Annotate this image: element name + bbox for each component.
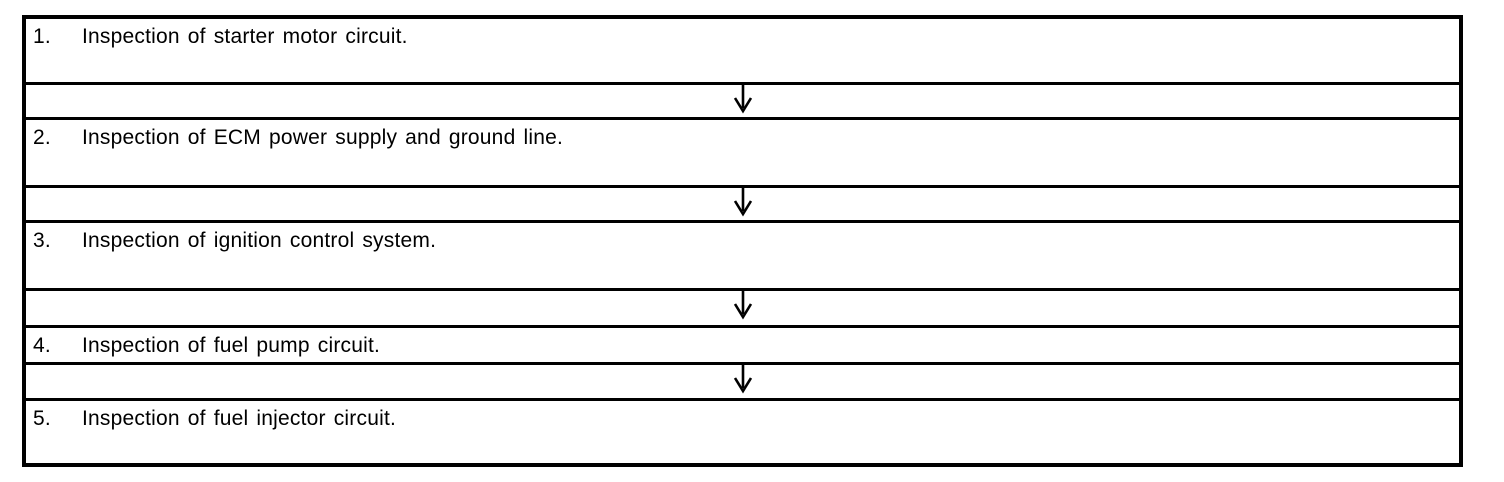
flow-connector-4 [26,362,1459,398]
step-label: Inspection of starter motor circuit. [82,25,408,48]
flow-connector-1 [26,82,1459,117]
step-label: Inspection of fuel injector circuit. [82,407,397,430]
step-label: Inspection of fuel pump circuit. [82,334,381,357]
down-arrow-icon [731,188,755,217]
flow-step-4: 4. Inspection of fuel pump circuit. [26,325,1459,362]
flow-step-3: 3. Inspection of ignition control system… [26,220,1459,288]
flow-connector-2 [26,185,1459,220]
flow-connector-3 [26,288,1459,325]
step-number: 4. [33,334,51,357]
flow-step-2: 2. Inspection of ECM power supply and gr… [26,117,1459,185]
down-arrow-icon [731,85,755,114]
inspection-flowchart: 1. Inspection of starter motor circuit. … [22,15,1463,467]
step-number: 2. [33,126,51,149]
step-label: Inspection of ignition control system. [82,229,437,252]
step-number: 1. [33,25,51,48]
flow-step-1: 1. Inspection of starter motor circuit. [26,19,1459,82]
step-number: 3. [33,229,51,252]
step-label: Inspection of ECM power supply and groun… [82,126,564,149]
flow-step-5: 5. Inspection of fuel injector circuit. [26,398,1459,463]
down-arrow-icon [731,365,755,394]
down-arrow-icon [731,291,755,320]
step-number: 5. [33,407,51,430]
